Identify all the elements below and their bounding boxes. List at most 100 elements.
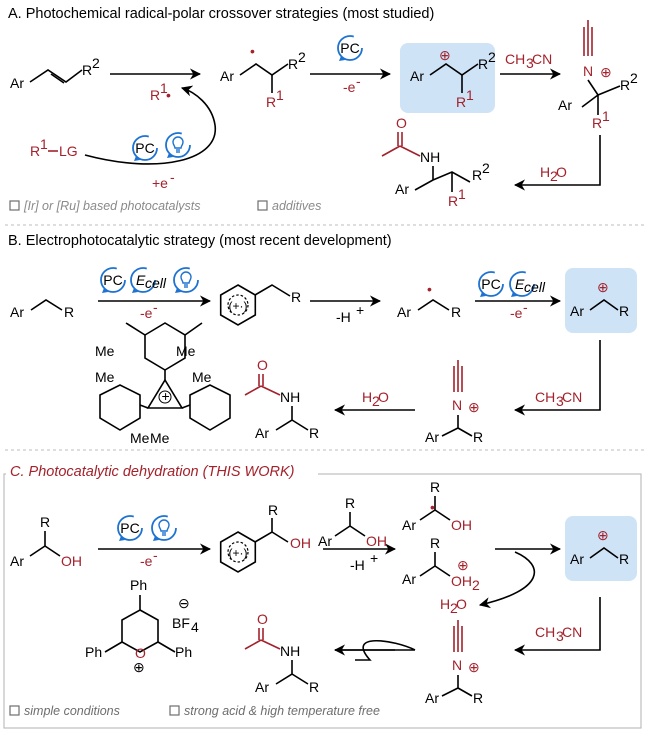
svg-text:cell: cell: [524, 279, 546, 295]
minus-h-c: -H+: [350, 550, 378, 573]
pc-badge-a2: PC: [337, 35, 363, 62]
nitrilium-a: N ⊕ Ar R 2 R 1: [558, 20, 638, 131]
bulb-icon: [165, 132, 191, 159]
svg-text:⊖: ⊖: [178, 595, 190, 611]
svg-text:⊕: ⊕: [457, 557, 469, 573]
pyrylium-catalyst: Ph Ph Ph O ⊕ ⊖ BF 4: [85, 577, 199, 675]
svg-text:-e: -e: [510, 305, 523, 321]
note-a1: [Ir] or [Ru] based photocatalysts: [9, 199, 200, 213]
svg-text:2: 2: [630, 70, 638, 86]
svg-text:R: R: [64, 304, 74, 320]
svg-text:+: +: [356, 302, 364, 318]
svg-text:R: R: [619, 303, 629, 319]
svg-text:R: R: [266, 94, 276, 110]
svg-text:Me: Me: [95, 343, 115, 359]
amide-product-a: O NH Ar R 2 R 1: [381, 115, 490, 209]
svg-text:2: 2: [472, 577, 480, 593]
svg-text:R: R: [592, 115, 602, 131]
svg-text:R: R: [430, 535, 440, 551]
svg-text:2: 2: [488, 49, 496, 65]
arrow-b4: [513, 340, 601, 416]
svg-text:Ar: Ar: [425, 429, 439, 445]
minus-h-b: -H +: [336, 302, 364, 325]
r-label-b: R: [291, 289, 301, 305]
svg-text:additives: additives: [272, 199, 321, 213]
plus-e-label: +e -: [152, 169, 175, 191]
svg-text:O: O: [378, 389, 389, 405]
svg-text:3: 3: [556, 628, 564, 644]
svg-text:PC: PC: [481, 276, 500, 292]
svg-text:Ph: Ph: [175, 644, 192, 660]
svg-text:PC: PC: [135, 140, 154, 156]
svg-text:R: R: [82, 62, 92, 78]
svg-text:-: -: [153, 547, 158, 563]
minus-e-a: -e-: [343, 73, 361, 95]
svg-text:NH: NH: [280, 643, 300, 659]
svg-text:R: R: [620, 77, 630, 93]
svg-text:Ar: Ar: [410, 68, 424, 84]
svg-text:-: -: [170, 169, 175, 185]
svg-text:Me: Me: [176, 343, 196, 359]
svg-text:Ar: Ar: [425, 690, 439, 706]
svg-text:⊕: ⊕: [468, 399, 480, 415]
svg-text:NH: NH: [280, 389, 300, 405]
r1-lg: R 1 LG: [30, 136, 78, 159]
svg-text:Ph: Ph: [130, 577, 147, 593]
curved-arrow-c: [478, 551, 536, 609]
svg-text:Ar: Ar: [570, 303, 584, 319]
svg-text:•: •: [250, 43, 255, 59]
svg-text:strong acid & high temperature: strong acid & high temperature free: [184, 704, 380, 718]
svg-text:cell: cell: [145, 275, 167, 291]
svg-text:-: -: [153, 299, 158, 315]
h2o-b: H 2 O: [362, 389, 389, 409]
svg-text:Ar: Ar: [10, 304, 24, 320]
svg-text:Ar: Ar: [402, 571, 416, 587]
svg-text:2: 2: [92, 55, 100, 71]
bulb-icon-b: [173, 267, 199, 294]
svg-text:CH: CH: [505, 51, 525, 67]
svg-text:2: 2: [372, 393, 380, 409]
ch3cn-c: CH 3 CN: [535, 624, 582, 644]
minus-e-c: -e-: [140, 547, 158, 569]
svg-text:4: 4: [191, 619, 199, 635]
svg-text:OH: OH: [451, 573, 472, 589]
svg-text:CN: CN: [562, 624, 582, 640]
svg-text:2: 2: [450, 600, 458, 616]
svg-text:Ar: Ar: [255, 679, 269, 695]
svg-text:-H: -H: [336, 309, 351, 325]
oxonium-c: R Ar OH 2 ⊕: [402, 535, 480, 593]
pc-badge-b1: PC: [100, 267, 126, 294]
svg-text:OH: OH: [366, 533, 387, 549]
svg-text:⊕: ⊕: [133, 659, 145, 675]
pc-badge-c1: PC: [117, 515, 143, 542]
carbocation-a: Ar ⊕ R 2 R 1: [410, 47, 496, 110]
svg-text:R: R: [473, 690, 483, 706]
svg-text:N: N: [452, 657, 462, 673]
svg-text:R: R: [619, 551, 629, 567]
svg-text:O: O: [257, 357, 268, 373]
bulb-icon-c: [151, 515, 177, 542]
radical-cation-b: [219, 284, 257, 326]
svg-text:R: R: [430, 479, 440, 495]
svg-text:Ar: Ar: [395, 181, 409, 197]
ecell-badge-b2: E cell: [509, 271, 546, 298]
carbocation-b: Ar ⊕ R: [570, 279, 629, 319]
svg-text:Ph: Ph: [85, 644, 102, 660]
carbocation-highlight-a: [400, 43, 495, 113]
svg-text:2: 2: [550, 168, 558, 184]
svg-text:1: 1: [602, 108, 610, 124]
h2o-a: H 2 O: [540, 164, 567, 184]
svg-text:1: 1: [466, 87, 474, 103]
svg-text:CH: CH: [535, 624, 555, 640]
svg-text:-: -: [523, 299, 528, 315]
svg-text:-e: -e: [343, 79, 356, 95]
amide-product-b: O NH Ar R: [244, 357, 319, 441]
carbocation-highlight-c: [565, 516, 637, 581]
svg-text:O: O: [396, 115, 407, 131]
nitrilium-c: N ⊕ Ar R: [425, 620, 483, 706]
svg-text:Ar: Ar: [10, 553, 24, 569]
svg-text:O: O: [456, 596, 467, 612]
svg-text:R: R: [309, 425, 319, 441]
svg-text:R: R: [478, 56, 488, 72]
